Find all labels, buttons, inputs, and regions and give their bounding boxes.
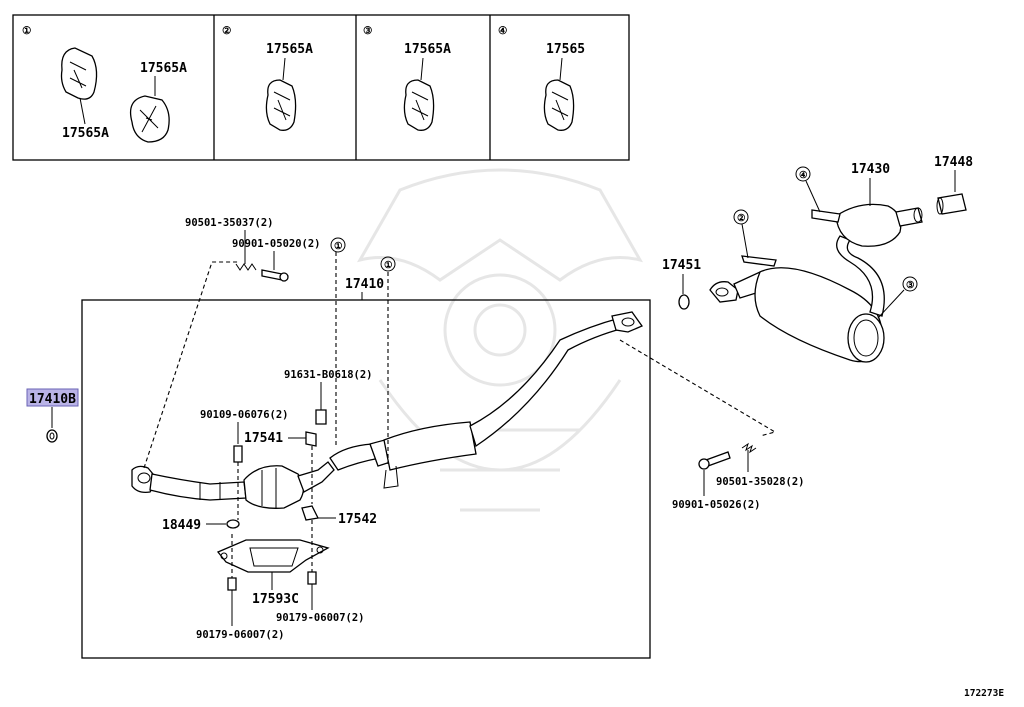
part-label-17565A-cell2[interactable]: 17565A <box>266 42 313 57</box>
rubber-mount-cell4 <box>543 79 575 131</box>
callout-1-right: ① <box>380 256 396 272</box>
svg-text:①: ① <box>384 260 393 271</box>
part-label-17565[interactable]: 17565 <box>546 42 585 57</box>
sub-muffler <box>835 203 902 247</box>
part-label-17430[interactable]: 17430 <box>851 162 890 177</box>
mount-index-1: ① <box>22 25 32 37</box>
part-label-90501-35028[interactable]: 90501-35028(2) <box>716 476 805 488</box>
part-label-91631-B0618[interactable]: 91631-B0618(2) <box>284 369 373 381</box>
bracket-17593C <box>216 539 330 573</box>
gasket-17541 <box>305 431 317 447</box>
stud-90109 <box>233 445 243 463</box>
gasket-17542 <box>301 505 319 521</box>
diagram-id: 172273E <box>964 688 1004 699</box>
part-label-90179-06007-right[interactable]: 90179-06007(2) <box>276 612 365 624</box>
callout-4: ④ <box>795 166 811 182</box>
part-label-18449[interactable]: 18449 <box>162 518 201 533</box>
part-label-90901-05020[interactable]: 90901-05020(2) <box>232 238 321 250</box>
rubber-mount-cell2 <box>265 79 297 131</box>
nut-90179-right <box>307 571 317 585</box>
catalytic-converter <box>243 465 305 509</box>
callout-1-left: ① <box>330 237 346 253</box>
mount-variants-table: ① 17565A 17565A ② 17565A ③ 17565A ④ <box>12 14 630 161</box>
watermark-emblem <box>356 168 644 512</box>
part-label-17565A-cell3[interactable]: 17565A <box>404 42 451 57</box>
part-label-17565A-right[interactable]: 17565A <box>140 61 187 76</box>
front-exhaust-pipe <box>131 443 382 509</box>
spring-and-bolt-top <box>235 263 289 282</box>
mount-index-2: ② <box>222 25 232 37</box>
part-label-17410B[interactable]: 17410B <box>29 392 76 407</box>
part-label-17451[interactable]: 17451 <box>662 258 701 273</box>
svg-text:②: ② <box>737 213 746 224</box>
part-label-17541[interactable]: 17541 <box>244 431 283 446</box>
part-label-17565A-left[interactable]: 17565A <box>62 126 109 141</box>
mount-index-3: ③ <box>363 25 373 37</box>
resonator <box>383 421 477 471</box>
mount-index-4: ④ <box>498 25 508 37</box>
rubber-mount-ring <box>129 95 170 143</box>
center-exhaust-pipe <box>369 311 643 489</box>
spring-and-bolt-right <box>698 442 757 470</box>
nut-90179-left <box>227 577 237 591</box>
highlight-17410B <box>26 388 79 407</box>
svg-text:①: ① <box>334 241 343 252</box>
part-label-90179-06007-left[interactable]: 90179-06007(2) <box>196 629 285 641</box>
callout-3: ③ <box>902 276 918 292</box>
part-label-17448[interactable]: 17448 <box>934 155 973 170</box>
svg-text:④: ④ <box>799 170 808 181</box>
part-label-90109-06076[interactable]: 90109-06076(2) <box>200 409 289 421</box>
gasket-17451 <box>678 294 690 310</box>
part-label-17542[interactable]: 17542 <box>338 512 377 527</box>
bolt-91631 <box>315 409 327 425</box>
part-label-90901-05026[interactable]: 90901-05026(2) <box>672 499 761 511</box>
rubber-mount-cell3 <box>403 79 435 131</box>
part-label-17410[interactable]: 17410 <box>345 277 384 292</box>
muffler-assembly <box>709 203 923 363</box>
callout-2: ② <box>733 209 749 225</box>
exhaust-pipe-assembly-box <box>81 299 651 659</box>
rubber-mount-hanger <box>60 47 98 100</box>
exhaust-tail-pipe-tip <box>937 193 967 215</box>
svg-text:③: ③ <box>906 280 915 291</box>
part-label-90501-35037[interactable]: 90501-35037(2) <box>185 217 274 229</box>
gasket-ring <box>46 429 58 443</box>
part-label-17593C[interactable]: 17593C <box>252 592 299 607</box>
gasket-18449 <box>226 519 240 529</box>
